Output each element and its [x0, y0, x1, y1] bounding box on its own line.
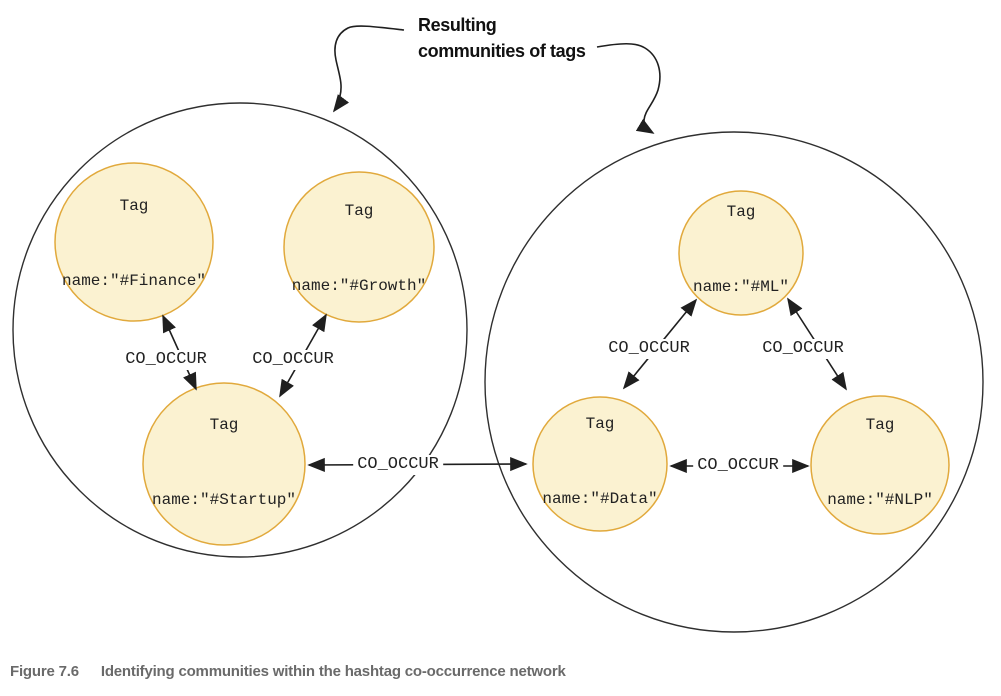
node-property: name:"#Startup": [151, 491, 297, 509]
node-nlp-circle: [810, 395, 950, 535]
annotation-label: Resulting communities of tags: [418, 12, 586, 64]
node-startup-circle: [142, 382, 306, 546]
node-nlp-label: Tag name:"#NLP": [827, 363, 933, 563]
figure-number: Figure 7.6: [10, 663, 79, 680]
community-right-circle: [484, 131, 984, 633]
node-property: name:"#NLP": [827, 491, 933, 509]
node-finance-label: Tag name:"#Finance": [62, 144, 206, 344]
node-property: name:"#Finance": [61, 272, 207, 290]
community-left-circle: [12, 102, 468, 558]
annotation-line-2: communities of tags: [418, 41, 586, 61]
node-ml-circle: [678, 190, 804, 316]
node-data-label: Tag name:"#Data": [542, 362, 657, 562]
annotation-line-1: Resulting: [418, 15, 497, 35]
node-startup-label: Tag name:"#Startup": [152, 363, 296, 563]
node-property: name:"#Data": [542, 490, 658, 508]
edge-label-startup-data: CO_OCCUR: [353, 455, 443, 475]
figure-caption: Figure 7.6 Identifying communities withi…: [10, 663, 566, 681]
annotation-arrow-left-icon: [332, 25, 405, 113]
edge-label-data-nlp: CO_OCCUR: [693, 456, 783, 476]
annotation-arrow-right-icon: [596, 42, 661, 134]
node-finance-circle: [54, 162, 214, 322]
node-growth-circle: [283, 171, 435, 323]
node-ml-label: Tag name:"#ML": [693, 150, 789, 350]
edge-label-ml-data: CO_OCCUR: [604, 339, 694, 359]
node-title: Tag: [119, 197, 149, 215]
node-title: Tag: [344, 202, 374, 220]
edge-label-ml-nlp: CO_OCCUR: [758, 339, 848, 359]
node-title: Tag: [865, 416, 895, 434]
figure-caption-text: Identifying communities within the hasht…: [100, 663, 566, 680]
node-property: name:"#ML": [692, 278, 790, 296]
node-property: name:"#Growth": [291, 277, 427, 295]
edge-label-finance-startup: CO_OCCUR: [121, 350, 211, 370]
node-title: Tag: [726, 203, 756, 221]
node-title: Tag: [209, 416, 239, 434]
node-data-circle: [532, 396, 668, 532]
edge-label-growth-startup: CO_OCCUR: [248, 350, 338, 370]
node-title: Tag: [585, 415, 615, 433]
node-growth-label: Tag name:"#Growth": [292, 149, 426, 349]
